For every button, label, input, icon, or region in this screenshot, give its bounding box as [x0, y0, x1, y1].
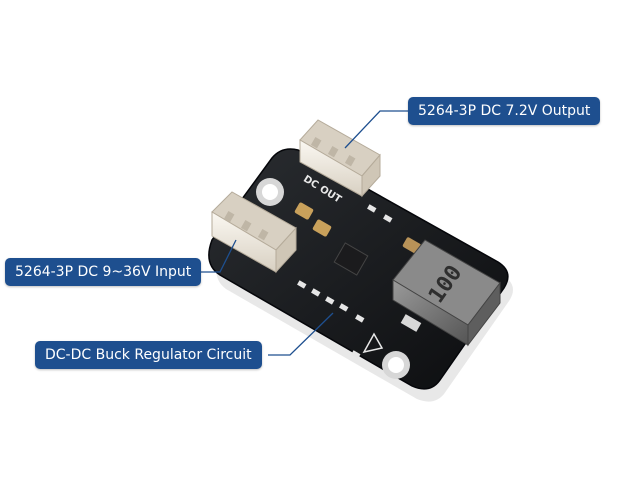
leader-line-input	[198, 239, 237, 273]
leader-line-buck	[268, 312, 334, 356]
smd-components	[297, 204, 393, 359]
leader-line-output	[344, 110, 408, 149]
callout-regulator: DC-DC Buck Regulator Circuit	[35, 341, 262, 369]
regulator-ic	[333, 242, 369, 276]
capacitors	[294, 202, 421, 254]
callout-output: 5264-3P DC 7.2V Output	[408, 97, 601, 125]
inductor: 100	[392, 239, 501, 347]
callout-input: 5264-3P DC 9~36V Input	[5, 258, 202, 286]
warning-triangle-icon	[362, 332, 384, 354]
output-connector	[299, 119, 381, 198]
mounting-hole-bottom	[382, 351, 410, 379]
mounting-hole-top	[256, 178, 284, 206]
input-connector	[211, 191, 297, 274]
